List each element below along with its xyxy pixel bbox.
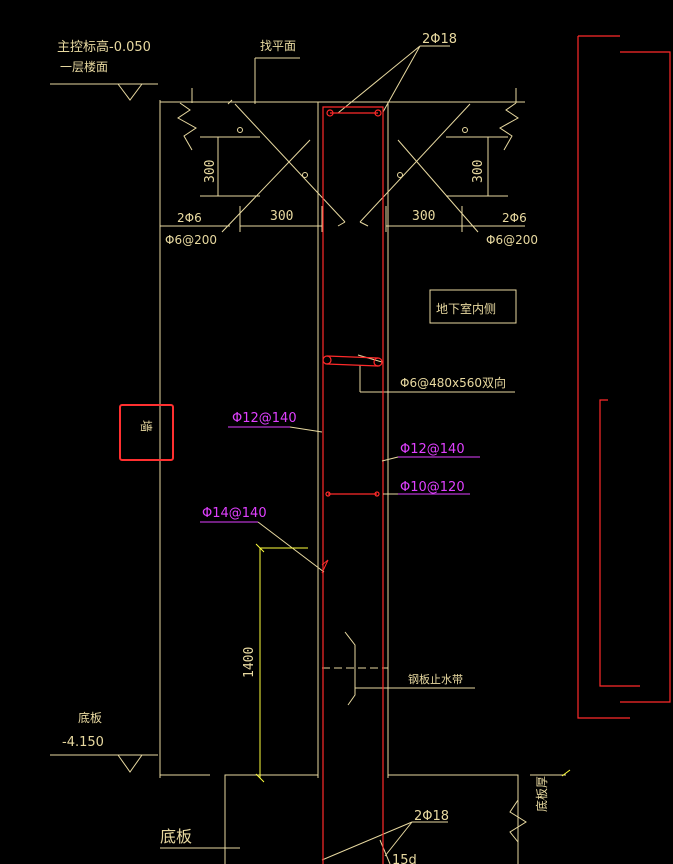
level-top-text: 找平面 (260, 39, 296, 53)
top-floor-text: 一层楼面 (60, 59, 108, 74)
rebar-2phi18-top-text: 2Φ18 (422, 32, 457, 47)
dim-300-right-v: 300 (471, 160, 486, 183)
dim-300-left-v: 300 (203, 160, 218, 183)
tie-bar-text: Φ6@480x560双向 (400, 375, 506, 390)
right-2phi6-text: 2Φ6 (502, 211, 527, 225)
dimension-1400 (255, 543, 571, 783)
bottom-slab-text: 底板 (160, 827, 192, 846)
dim-300-right-h: 300 (412, 209, 435, 224)
rebar-leaders (257, 426, 399, 573)
bottom-slab-label: 底板 (78, 710, 102, 725)
phi14-left-text: Φ14@140 (202, 506, 267, 521)
left-phi6-200-text: Φ6@200 (165, 233, 217, 247)
magenta-leaders (200, 426, 480, 523)
rebar-2phi18-bottom-text: 2Φ18 (414, 809, 449, 824)
basement-inner-text: 地下室内侧 (436, 301, 496, 316)
bent-hook (321, 559, 329, 574)
dim-300-left-h: 300 (270, 209, 293, 224)
selected-label-text: 墙 (139, 420, 153, 432)
right-phi6-200-text: Φ6@200 (486, 233, 538, 247)
slab-thickness-text: 底板厚 (534, 776, 549, 812)
left-2phi6-text: 2Φ6 (177, 211, 202, 225)
bottom-elevation-text: -4.150 (62, 735, 104, 750)
anchor-15d-text: 15d (392, 853, 417, 864)
phi12-left-text: Φ12@140 (232, 411, 297, 426)
haunch-rebar (160, 45, 525, 864)
phi12-right-text: Φ12@140 (400, 442, 465, 457)
selection-box[interactable] (119, 404, 174, 461)
phi10-right-text: Φ10@120 (400, 480, 465, 495)
dim-1400-text: 1400 (242, 647, 257, 678)
red-rebar (322, 35, 671, 864)
top-elevation-text: 主控标高-0.050 (57, 39, 151, 55)
labels: 主控标高-0.050 一层楼面 找平面 2Φ18 300 300 300 300… (57, 32, 549, 864)
waterstop-text: 钢板止水带 (408, 672, 463, 686)
